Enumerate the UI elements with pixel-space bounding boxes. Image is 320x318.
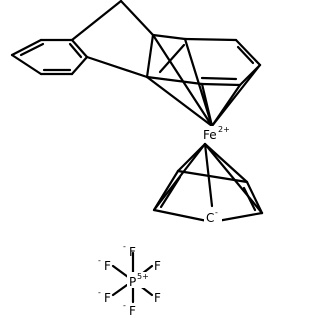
fluorine-upper-left-charge: -: [98, 256, 101, 265]
carbanion-atom-label: C: [206, 211, 214, 225]
fluorine-lower-right-label: F: [154, 291, 161, 305]
bond-layer: [10, 0, 264, 304]
fluorine-lower-left-charge: -: [98, 288, 101, 297]
fe-upper-ring-coordination: [145, 33, 262, 128]
fluorine-bottom-label: F: [129, 304, 136, 318]
fluorenyl-coordinated-ring: [145, 33, 262, 87]
fluorine-lower-left-label: F: [104, 291, 111, 305]
fluorine-upper-left-label: F: [104, 259, 111, 273]
molecule-structure-diagram: Fe 2+ C - P 5+ F - F - F F - F F -: [10, 0, 264, 318]
benzene-ring: [10, 38, 89, 76]
fluorine-bottom-charge: -: [123, 301, 126, 310]
carbanion-charge-label: -: [215, 208, 218, 217]
phosphorus-atom-label: P: [129, 275, 136, 289]
iron-charge-label: 2+: [218, 125, 230, 134]
iron-atom-label: Fe: [203, 128, 217, 142]
fluorine-top-charge: -: [123, 242, 126, 251]
fluorine-top-label: F: [129, 245, 136, 259]
fe-lower-ring-coordination: [152, 142, 264, 215]
fluorene-five-ring: [70, 0, 155, 79]
phosphorus-charge-label: 5+: [137, 272, 149, 281]
fluorine-upper-right-label: F: [154, 259, 161, 273]
